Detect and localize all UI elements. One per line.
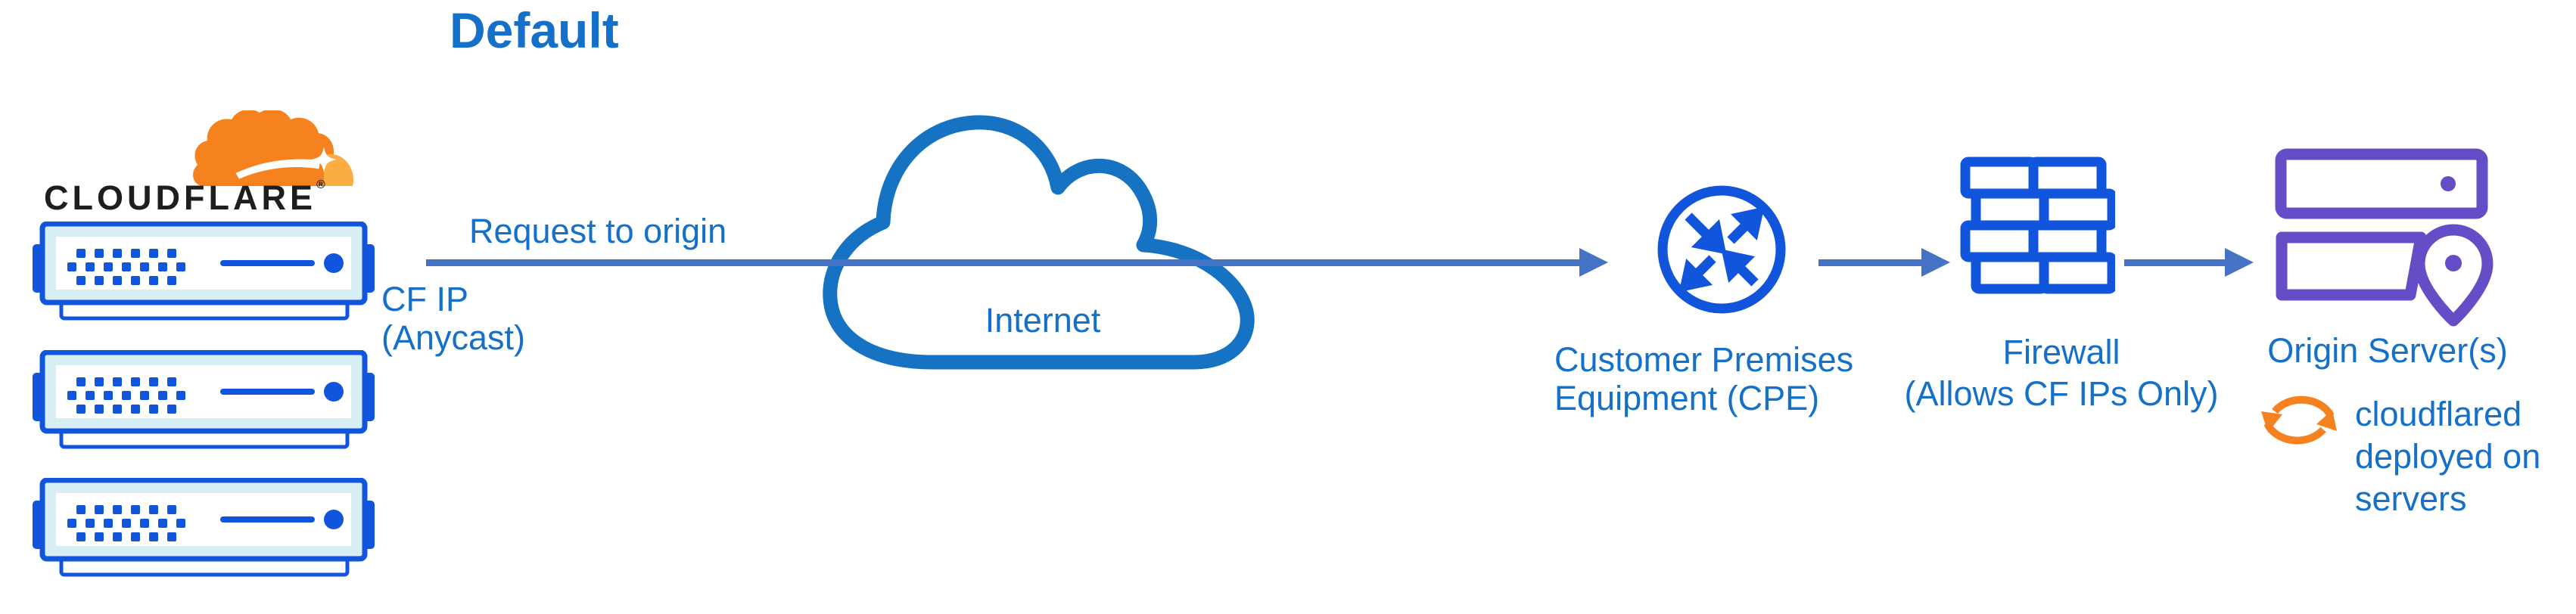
edge-server-icon xyxy=(33,222,375,323)
internet-cloud-icon xyxy=(820,112,1268,374)
edge-server-icon xyxy=(33,478,375,579)
internet-label: Internet xyxy=(985,301,1101,340)
anycast-line: (Anycast) xyxy=(381,318,526,357)
cloudflared-label: cloudflared deployed on servers xyxy=(2355,393,2540,520)
cloudflare-wordmark-text: CLOUDFLARE xyxy=(44,178,316,217)
origin-server-icon xyxy=(2274,148,2494,328)
registered-trademark-symbol: ® xyxy=(316,178,325,191)
cloudflared-label-line: deployed on xyxy=(2355,437,2541,476)
cpe-router-icon xyxy=(1652,180,1791,319)
firewall-label-line: Firewall xyxy=(2002,333,2120,371)
diagram-title: Default xyxy=(450,2,619,58)
cpe-label: Customer Premises Equipment (CPE) xyxy=(1554,340,1853,417)
cpe-to-firewall-arrow-head xyxy=(1921,248,1950,277)
firewall-to-origin-arrow-head xyxy=(2225,248,2254,277)
firewall-icon xyxy=(1959,157,2115,294)
cpe-label-line: Equipment (CPE) xyxy=(1554,379,1820,417)
firewall-label-line: (Allows CF IPs Only) xyxy=(1904,374,2219,413)
cpe-label-line: Customer Premises xyxy=(1554,340,1854,379)
origin-server-label: Origin Server(s) xyxy=(2267,331,2508,370)
cpe-to-firewall-arrow-line xyxy=(1818,259,1921,266)
firewall-to-origin-arrow-line xyxy=(2124,259,2225,266)
request-arrow-line xyxy=(426,259,1579,266)
cloudflared-sync-icon xyxy=(2254,383,2346,457)
cloudflare-wordmark: CLOUDFLARE® xyxy=(44,178,325,218)
edge-server-icon xyxy=(33,350,375,451)
request-to-origin-label: Request to origin xyxy=(469,212,727,250)
cloudflare-logo-icon xyxy=(191,110,356,189)
cf-ip-anycast-label: CF IP (Anycast) xyxy=(381,280,525,357)
cloudflared-label-line: cloudflared xyxy=(2355,395,2522,433)
request-arrow-head xyxy=(1579,248,1608,277)
cloudflared-label-line: servers xyxy=(2355,479,2467,518)
cf-ip-line: CF IP xyxy=(381,280,469,318)
firewall-label: Firewall (Allows CF IPs Only) xyxy=(1887,331,2235,414)
